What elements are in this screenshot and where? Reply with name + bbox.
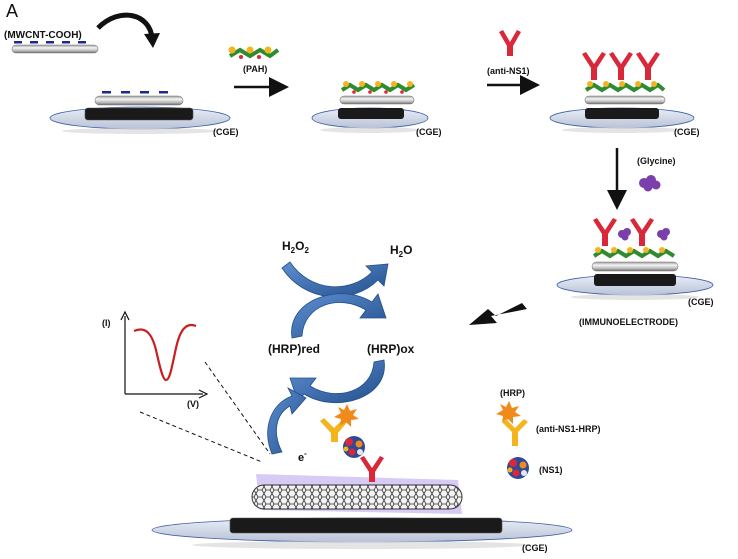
h2o2-label: H2O2	[282, 239, 309, 255]
process-arrow-icon	[469, 303, 527, 325]
h2o-label: H2O	[390, 243, 412, 259]
pah-label: (PAH)	[243, 64, 267, 74]
zoom-line-upper	[204, 361, 271, 455]
legend-hrp-label: (HRP)	[500, 388, 525, 398]
redox-cycle	[267, 261, 389, 455]
current-curve	[133, 323, 197, 382]
immunoelectrode-label: (IMMUNOELECTRODE)	[579, 317, 678, 327]
legend-ns1-label: (NS1)	[539, 465, 563, 475]
electrode-icon	[229, 517, 503, 534]
nanotube-icon	[339, 95, 415, 105]
legend-anti-ns1-hrp-label: (anti-NS1-HRP)	[536, 424, 601, 434]
ns1-antigen-icon	[507, 457, 529, 479]
mwcnt-label: (MWCNT-COOH)	[4, 30, 82, 41]
nanotube-icon	[11, 44, 99, 54]
electrode-2	[311, 81, 429, 133]
nanotube-icon	[584, 95, 666, 105]
curved-arrow-icon	[96, 12, 155, 39]
electrode-icon	[338, 108, 404, 119]
sensing-electrode	[151, 404, 573, 549]
carboxyl-dashes	[14, 41, 86, 44]
antibody-icon	[582, 52, 660, 80]
nanotube-icon	[591, 261, 679, 272]
pah-polymer-icon	[228, 46, 280, 59]
cge-label-1: (CGE)	[213, 127, 239, 137]
cge-label-4: (CGE)	[688, 297, 714, 307]
hrp-enzyme-icon	[496, 401, 521, 424]
hrp-red-label: (HRP)red	[268, 342, 320, 356]
electrode-icon	[594, 274, 676, 286]
anti-ns1-label: (anti-NS1)	[487, 66, 530, 76]
hrp-enzyme-icon	[334, 404, 359, 427]
cge-label-5: (CGE)	[522, 543, 548, 553]
cge-label-3: (CGE)	[674, 127, 700, 137]
antibody-icon	[499, 30, 521, 56]
ns1-antigen-icon	[343, 436, 365, 458]
nanotube-icon	[251, 484, 463, 510]
electrode-1	[49, 91, 231, 134]
electron-label: e-	[298, 449, 307, 464]
legend: (HRP) (anti-NS1-HRP) (NS1)	[496, 388, 601, 479]
electron-arrow-icon	[267, 387, 307, 455]
electrode-icon	[84, 107, 194, 121]
glycine-label: (Glycine)	[637, 156, 676, 166]
antibody-icon	[502, 419, 528, 446]
hrp-ox-label: (HRP)ox	[367, 342, 415, 356]
antibody-icon	[593, 218, 654, 246]
panel-label: A	[6, 1, 18, 21]
axis-label-i: (I)	[102, 318, 111, 328]
electrode-3	[549, 52, 695, 133]
glycine-icon	[618, 228, 670, 241]
electrode-4-immunoelectrode	[556, 218, 714, 300]
voltammogram-plot: (I) (V)	[102, 310, 209, 409]
mwcnt-tube-free	[11, 41, 99, 54]
cge-label-2: (CGE)	[416, 127, 442, 137]
glycine-icon	[639, 175, 661, 192]
electrode-icon	[585, 108, 659, 119]
curved-arrow-icon	[289, 359, 385, 403]
nanotube-icon	[94, 95, 184, 106]
zoom-line-lower	[139, 411, 263, 463]
axis-label-v: (V)	[187, 399, 199, 409]
antibody-icon	[360, 456, 384, 482]
curved-arrow-icon	[281, 261, 389, 298]
curved-arrow-icon	[291, 293, 387, 339]
